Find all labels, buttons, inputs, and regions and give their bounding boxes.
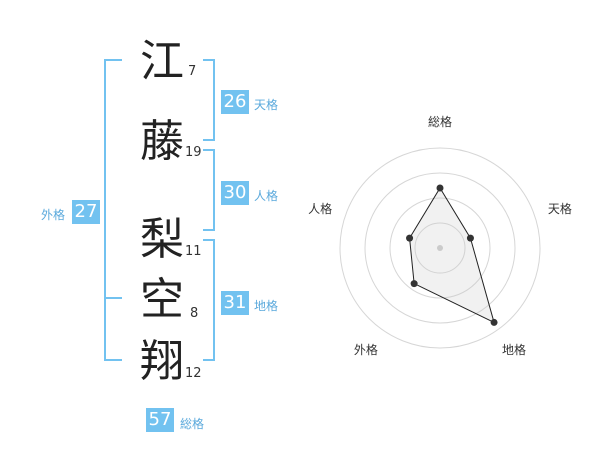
radar-ring-1	[414, 222, 466, 274]
radar-ring-2	[389, 197, 491, 299]
stroke-count-1: 7	[188, 64, 197, 79]
gaikaku-bracket	[104, 59, 122, 361]
radar-series-polygon	[409, 187, 495, 324]
stroke-count-2: 19	[185, 145, 202, 160]
radar-axis-label-5: 人格	[308, 201, 332, 216]
radar-axis-label-4: 外格	[354, 342, 378, 357]
tenkaku-label: 天格	[254, 98, 279, 112]
name-char-1: 江	[140, 36, 184, 87]
chikaku-bracket	[203, 239, 215, 361]
jinkaku-value-badge: 30	[221, 181, 249, 205]
jinkaku-bracket	[203, 149, 215, 231]
name-char-2: 藤	[140, 116, 184, 167]
radar-point-4	[410, 280, 418, 288]
gaikaku-label: 外格	[41, 208, 66, 222]
jinkaku-label: 人格	[254, 189, 279, 203]
chikaku-value-badge: 31	[221, 291, 249, 315]
radar-point-5	[406, 234, 414, 242]
name-char-3: 梨	[140, 214, 184, 265]
radar-ring-3	[364, 172, 516, 324]
stroke-count-5: 12	[185, 366, 202, 381]
stroke-count-3: 11	[185, 244, 202, 259]
soukaku-value-badge: 57	[146, 408, 174, 432]
radar-axis-label-1: 総格	[428, 114, 452, 129]
tenkaku-value-badge: 26	[221, 90, 249, 114]
chikaku-label: 地格	[254, 299, 279, 313]
radar-point-2	[466, 234, 474, 242]
radar-ring-4	[339, 147, 541, 349]
name-char-4: 空	[140, 274, 184, 325]
radar-center-dot	[437, 245, 443, 251]
tenkaku-bracket	[203, 59, 215, 141]
soukaku-label: 総格	[180, 417, 205, 431]
radar-axis-label-2: 天格	[548, 201, 572, 216]
gaikaku-value-badge: 27	[72, 200, 100, 224]
name-char-5: 翔	[140, 336, 184, 387]
radar-point-1	[436, 184, 444, 192]
radar-point-3	[490, 318, 498, 326]
stroke-count-4: 8	[190, 306, 199, 321]
radar-axis-label-3: 地格	[502, 342, 526, 357]
